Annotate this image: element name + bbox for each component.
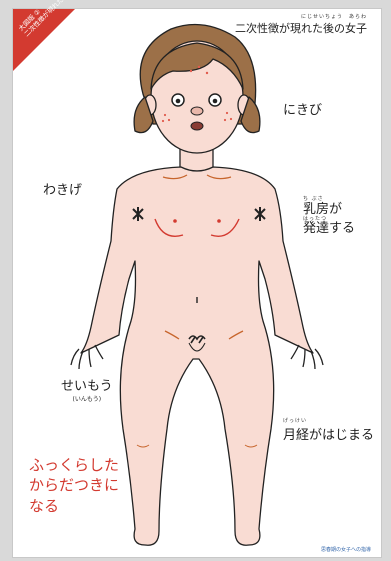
breast-ruby: ち ぶさ: [303, 196, 324, 202]
label-menstruation: げっけい 月経がはじまる: [283, 417, 374, 443]
title-text: 二次性徴が現れた後の女子: [235, 22, 367, 35]
girl-body-illustration: [70, 23, 324, 546]
poster-card: 大図版 ② 二次性徴が現れた後の女子 にじせいちょう あらわ 二次性徴が現れた後…: [12, 0, 382, 558]
rounded-line-2: からだつきに: [29, 476, 120, 495]
corner-ribbon: [13, 9, 75, 71]
menstruation-ruby: げっけい: [283, 418, 308, 424]
breast-ruby-2: はったつ: [303, 215, 328, 222]
label-breast-development: ち ぶさ 乳房が はったつ 発達する: [303, 196, 356, 237]
pubic-hair-text: せいもう: [61, 379, 113, 394]
breast-line-1: 乳房が: [303, 201, 343, 217]
label-armpit-hair: わきげ: [43, 183, 83, 198]
rounded-line-3: なる: [29, 496, 60, 515]
rounded-line-1: ふっくらした: [29, 456, 120, 474]
title-ruby: にじせいちょう あらわ: [300, 14, 367, 20]
footer-credit: 思春期の女子への指導: [320, 547, 371, 553]
page-title: にじせいちょう あらわ 二次性徴が現れた後の女子: [235, 13, 367, 36]
pubic-hair-reading: (いんもう): [72, 396, 102, 403]
breast-line-2: 発達する: [303, 221, 356, 237]
menstruation-text: 月経がはじまる: [283, 428, 375, 443]
label-pubic-hair: せいもう (いんもう): [61, 375, 113, 403]
label-acne: にきび: [283, 103, 323, 118]
label-rounded-body: ふっくらした からだつきに なる: [29, 455, 119, 516]
